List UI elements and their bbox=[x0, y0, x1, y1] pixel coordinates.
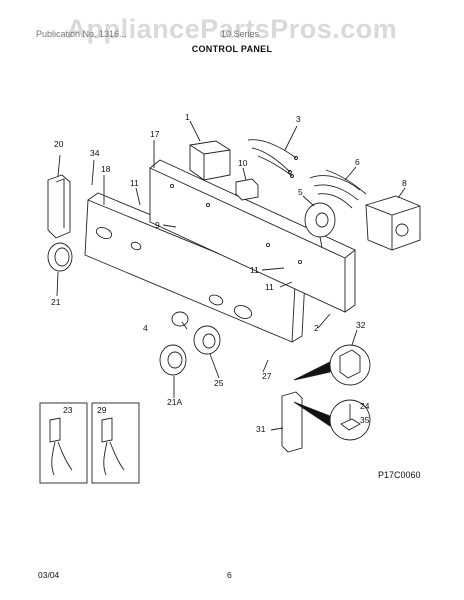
clip-detail bbox=[329, 344, 371, 386]
callout-21a: 21A bbox=[167, 397, 182, 407]
callout-10: 10 bbox=[238, 158, 248, 168]
callout-32: 32 bbox=[356, 320, 366, 330]
harness-6-part bbox=[309, 169, 367, 209]
knob-25-part bbox=[193, 325, 221, 355]
end-bracket-part bbox=[281, 391, 303, 453]
diagram-code: P17C0060 bbox=[378, 470, 421, 480]
callout-25: 25 bbox=[214, 378, 224, 388]
header-publication: Publication No. 1316... bbox=[36, 29, 127, 39]
callout-17: 17 bbox=[150, 129, 160, 139]
callout-24: 24 bbox=[360, 401, 370, 411]
callout-11b: 11 bbox=[250, 265, 259, 275]
callout-8: 8 bbox=[402, 178, 407, 188]
callout-21: 21 bbox=[51, 297, 61, 307]
knob-21a-part bbox=[159, 344, 187, 376]
harness-3-part bbox=[247, 139, 298, 178]
callout-18: 18 bbox=[101, 164, 111, 174]
callout-20: 20 bbox=[54, 139, 64, 149]
page-title: CONTROL PANEL bbox=[191, 44, 273, 54]
callout-29: 29 bbox=[97, 405, 107, 415]
callout-31: 31 bbox=[256, 424, 266, 434]
timer-motor-part bbox=[365, 195, 421, 251]
timer-part bbox=[189, 140, 231, 181]
header-series: 10 Series bbox=[221, 29, 260, 39]
callout-23: 23 bbox=[63, 405, 73, 415]
footer-date: 03/04 bbox=[38, 570, 60, 580]
switch-part bbox=[235, 178, 259, 201]
callout-11c: 11 bbox=[265, 282, 274, 292]
knob-21-part bbox=[47, 242, 73, 272]
callout-5: 5 bbox=[298, 187, 303, 197]
callout-4: 4 bbox=[143, 323, 148, 333]
selector-switch-part bbox=[304, 202, 336, 249]
callout-34: 34 bbox=[90, 148, 100, 158]
callout-27: 27 bbox=[262, 371, 272, 381]
rear-panel-part bbox=[149, 159, 356, 313]
callout-3: 3 bbox=[296, 114, 301, 124]
harness-29-box bbox=[91, 402, 140, 484]
callout-2: 2 bbox=[314, 323, 319, 333]
callout-35: 35 bbox=[360, 415, 370, 425]
callout-9: 9 bbox=[155, 220, 160, 230]
end-cap-part bbox=[47, 174, 71, 239]
callout-6: 6 bbox=[355, 157, 360, 167]
knob-4-part bbox=[171, 311, 189, 327]
harness-23-box bbox=[39, 402, 88, 484]
callout-1: 1 bbox=[185, 112, 190, 122]
footer-page-number: 6 bbox=[227, 570, 232, 580]
callout-11a: 11 bbox=[130, 178, 139, 188]
